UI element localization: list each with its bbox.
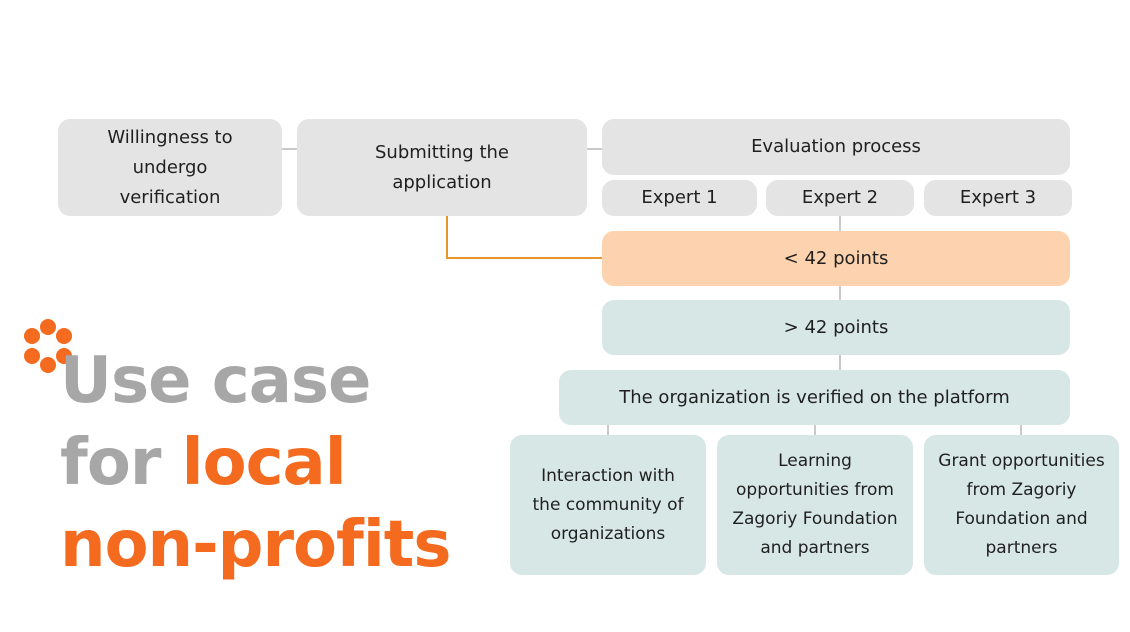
above-threshold-label: > 42 points <box>783 316 889 338</box>
title-use-case: Use case <box>60 344 371 418</box>
verified-label: The organization is verified on the plat… <box>619 386 1010 408</box>
above-threshold-box: > 42 points <box>602 300 1070 355</box>
expert-2-box: Expert 2 <box>766 180 914 216</box>
connector-willingness-submitting <box>282 148 298 150</box>
expert-3-box: Expert 3 <box>924 180 1072 216</box>
verified-box: The organization is verified on the plat… <box>559 370 1070 425</box>
expert-1-label: Expert 1 <box>641 187 718 208</box>
outcome-grant-label: Grant opportunities from Zagoriy Foundat… <box>938 451 1105 558</box>
connector-submitting-evaluation <box>587 148 603 150</box>
submitting-label: Submitting the application <box>374 141 509 193</box>
title-line-1: Use case <box>60 340 450 422</box>
connector-above-verified <box>839 355 841 371</box>
connector-submitting-below-vertical <box>446 216 448 259</box>
willingness-box: Willingness to undergo verification <box>58 119 282 216</box>
connector-verified-outcome-3 <box>1020 425 1022 436</box>
outcome-learning-label: Learning opportunities from Zagoriy Foun… <box>732 451 898 558</box>
expert-3-label: Expert 3 <box>959 187 1037 208</box>
evaluation-box: Evaluation process <box>602 119 1070 175</box>
connector-verified-outcome-2 <box>814 425 816 436</box>
outcome-grant-box: Grant opportunities from Zagoriy Foundat… <box>924 435 1119 575</box>
submitting-box: Submitting the application <box>297 119 587 216</box>
connector-expert2-below <box>839 216 841 232</box>
outcome-learning-box: Learning opportunities from Zagoriy Foun… <box>717 435 913 575</box>
evaluation-label: Evaluation process <box>751 136 921 157</box>
dots-circle-icon <box>24 319 72 373</box>
connector-below-above <box>839 286 841 302</box>
connector-verified-outcome-1 <box>607 425 609 436</box>
outcome-community-box: Interaction with the community of organi… <box>510 435 706 575</box>
below-threshold-label: < 42 points <box>783 247 889 269</box>
title-nonprofits: non-profits <box>60 508 451 582</box>
connector-submitting-below-horizontal <box>446 257 603 259</box>
title-line-3: non-profits <box>60 504 451 586</box>
willingness-label: Willingness to undergo verification <box>107 126 233 208</box>
expert-2-label: Expert 2 <box>801 187 879 208</box>
title-local: local <box>181 426 347 500</box>
title-line-2: for local <box>60 422 450 504</box>
expert-1-box: Expert 1 <box>602 180 757 216</box>
outcome-community-label: Interaction with the community of organi… <box>532 465 684 544</box>
title-for: for <box>60 426 161 500</box>
page-title: Use case for local non-profits <box>60 340 451 586</box>
below-threshold-box: < 42 points <box>602 231 1070 286</box>
